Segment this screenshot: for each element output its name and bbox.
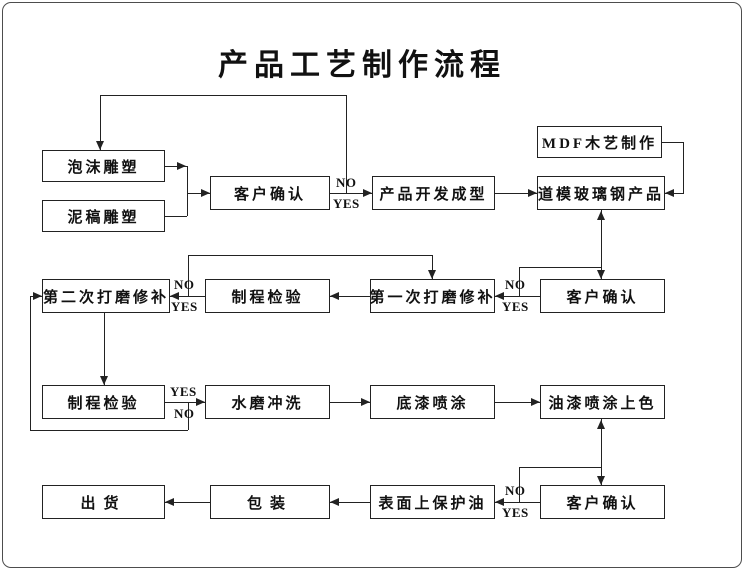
connector xyxy=(165,502,210,503)
connector-no-return xyxy=(30,430,188,431)
node-customer-confirm-3: 客户确认 xyxy=(540,485,665,519)
node-second-sanding: 第二次打磨修补 xyxy=(42,279,170,313)
node-first-sanding: 第一次打磨修补 xyxy=(370,279,495,313)
node-customer-confirm-1: 客户确认 xyxy=(210,176,330,210)
connector xyxy=(683,142,684,194)
connector xyxy=(187,193,210,194)
edge-label-no: NO xyxy=(174,277,195,292)
edge-label-no: NO xyxy=(505,483,526,498)
connector-no-return xyxy=(188,255,432,256)
connector xyxy=(665,193,683,194)
connector-no-return xyxy=(519,467,601,468)
node-product-dev: 产品开发成型 xyxy=(372,176,495,210)
edge-label-no: NO xyxy=(174,406,195,421)
arrowhead-left-icon xyxy=(170,292,179,300)
connector xyxy=(330,402,370,403)
edge-label-yes: YES xyxy=(333,196,360,211)
connector xyxy=(165,166,187,167)
edge-label-yes: YES xyxy=(502,299,529,314)
node-mdf-wood: MDF木艺制作 xyxy=(537,126,662,158)
arrowhead-left-icon xyxy=(165,498,174,506)
node-protective-oil: 表面上保护油 xyxy=(370,485,495,519)
connector xyxy=(165,402,205,403)
connector xyxy=(601,419,602,485)
arrowhead-right-icon xyxy=(531,398,540,406)
node-fiberglass-product: 道模玻璃钢产品 xyxy=(537,176,665,210)
connector xyxy=(495,193,537,194)
connector xyxy=(601,210,602,279)
arrowhead-right-icon xyxy=(201,189,210,197)
connector-no-return xyxy=(346,95,347,193)
arrowhead-right-icon xyxy=(528,189,537,197)
connector xyxy=(187,166,188,216)
edge-label-yes: YES xyxy=(171,299,198,314)
connector xyxy=(495,502,540,503)
arrowhead-down-icon xyxy=(597,270,605,279)
arrowhead-right-icon xyxy=(363,189,372,197)
node-customer-confirm-2: 客户确认 xyxy=(540,279,665,313)
arrowhead-up-icon xyxy=(597,420,605,429)
arrowhead-left-icon xyxy=(330,292,339,300)
node-shipment: 出货 xyxy=(42,485,165,519)
node-water-rinse: 水磨冲洗 xyxy=(205,385,330,419)
arrowhead-right-icon xyxy=(33,292,42,300)
connector-no-return xyxy=(188,255,189,296)
connector-no-return xyxy=(100,95,101,150)
arrowhead-right-icon xyxy=(177,162,186,170)
connector xyxy=(165,216,187,217)
arrowhead-down-icon xyxy=(100,376,108,385)
edge-label-no: NO xyxy=(505,277,526,292)
node-process-inspect-1: 制程检验 xyxy=(205,279,330,313)
connector-no-return xyxy=(30,296,31,431)
edge-label-yes: YES xyxy=(502,505,529,520)
connector xyxy=(330,193,372,194)
edge-label-yes: YES xyxy=(170,384,197,399)
connector-no-return xyxy=(100,95,347,96)
connector xyxy=(330,502,370,503)
node-clay-sculpture: 泥稿雕塑 xyxy=(42,200,165,232)
connector xyxy=(662,142,683,143)
node-process-inspect-2: 制程检验 xyxy=(42,385,165,419)
arrowhead-down-icon xyxy=(428,270,436,279)
connector-no-return xyxy=(519,467,520,502)
arrowhead-up-icon xyxy=(597,211,605,220)
arrowhead-left-icon xyxy=(665,189,674,197)
arrowhead-down-icon xyxy=(96,141,104,150)
arrowhead-right-icon xyxy=(361,398,370,406)
node-packaging: 包装 xyxy=(210,485,330,519)
arrowhead-down-icon xyxy=(597,476,605,485)
node-primer-spray: 底漆喷涂 xyxy=(370,385,495,419)
node-paint-spray: 油漆喷涂上色 xyxy=(540,385,665,419)
connector-no-return xyxy=(188,402,189,430)
connector-no-return xyxy=(519,267,520,296)
arrowhead-left-icon xyxy=(495,498,504,506)
connector xyxy=(330,296,370,297)
arrowhead-left-icon xyxy=(495,292,504,300)
connector xyxy=(104,313,105,385)
arrowhead-right-icon xyxy=(196,398,205,406)
node-foam-sculpture: 泡沫雕塑 xyxy=(42,150,165,182)
connector-no-return xyxy=(519,267,601,268)
arrowhead-left-icon xyxy=(330,498,339,506)
diagram-title: 产品工艺制作流程 xyxy=(218,49,506,82)
connector-no-return xyxy=(432,255,433,279)
edge-label-no: NO xyxy=(336,175,357,190)
connector xyxy=(495,402,540,403)
connector xyxy=(170,296,205,297)
connector xyxy=(495,296,540,297)
